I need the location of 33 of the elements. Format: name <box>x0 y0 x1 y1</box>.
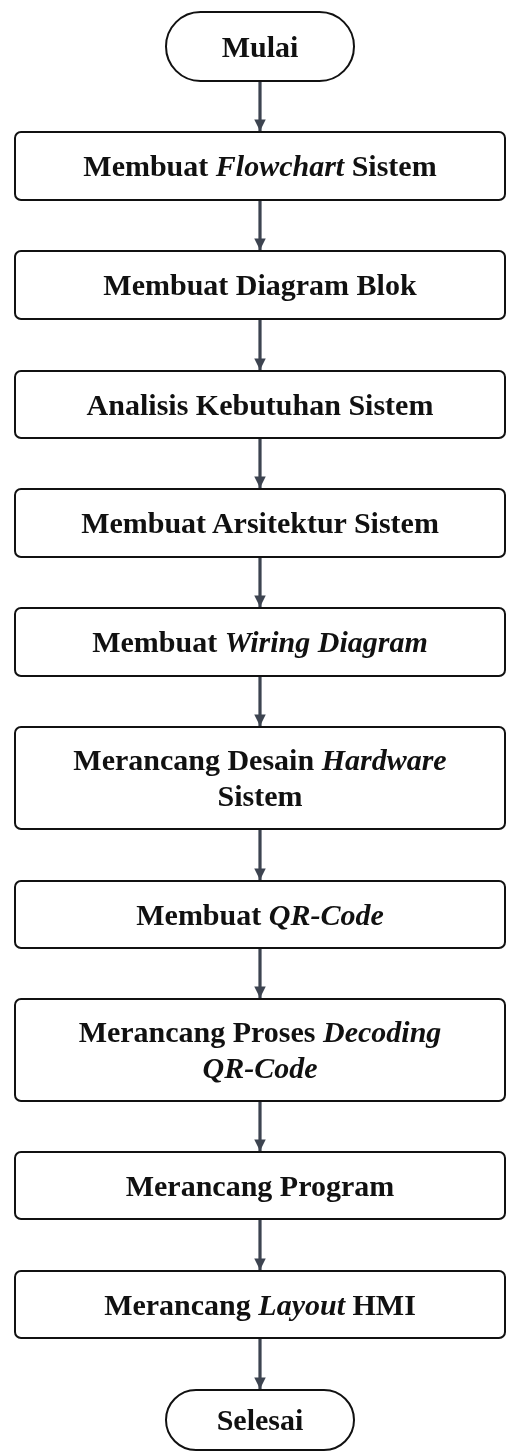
arrow <box>254 439 266 488</box>
process-box <box>14 488 506 558</box>
arrow <box>254 1339 266 1389</box>
arrow <box>254 82 266 131</box>
step-label: Membuat Flowchart Sistem <box>83 148 437 184</box>
step-label: Merancang Desain Hardware Sistem <box>72 742 448 814</box>
step-label: Membuat Arsitektur Sistem <box>81 505 439 541</box>
process-box <box>14 998 506 1102</box>
process-box <box>14 131 506 201</box>
process-box <box>14 726 506 830</box>
arrow <box>254 830 266 880</box>
step-label: Mulai <box>221 28 299 65</box>
process-box <box>14 250 506 320</box>
step-label: Membuat Wiring Diagram <box>92 624 428 660</box>
arrow <box>254 677 266 726</box>
step-label: Membuat Diagram Blok <box>103 267 417 303</box>
step-label: Merancang Layout HMI <box>104 1286 416 1323</box>
step-label: Analisis Kebutuhan Sistem <box>86 386 434 423</box>
process-box <box>14 1151 506 1220</box>
step-label: Membuat QR-Code <box>136 896 384 933</box>
step-label: Merancang Proses Decoding QR-Code <box>77 1014 443 1086</box>
arrow <box>254 1220 266 1270</box>
process-box <box>14 1270 506 1339</box>
arrow <box>254 1102 266 1151</box>
process-box <box>14 370 506 439</box>
process-box <box>14 880 506 949</box>
process-box <box>14 607 506 677</box>
arrow <box>254 201 266 250</box>
step-label: Selesai <box>216 1402 304 1438</box>
arrow <box>254 558 266 607</box>
step-label: Merancang Program <box>125 1167 395 1204</box>
arrow <box>254 949 266 998</box>
arrow <box>254 320 266 370</box>
